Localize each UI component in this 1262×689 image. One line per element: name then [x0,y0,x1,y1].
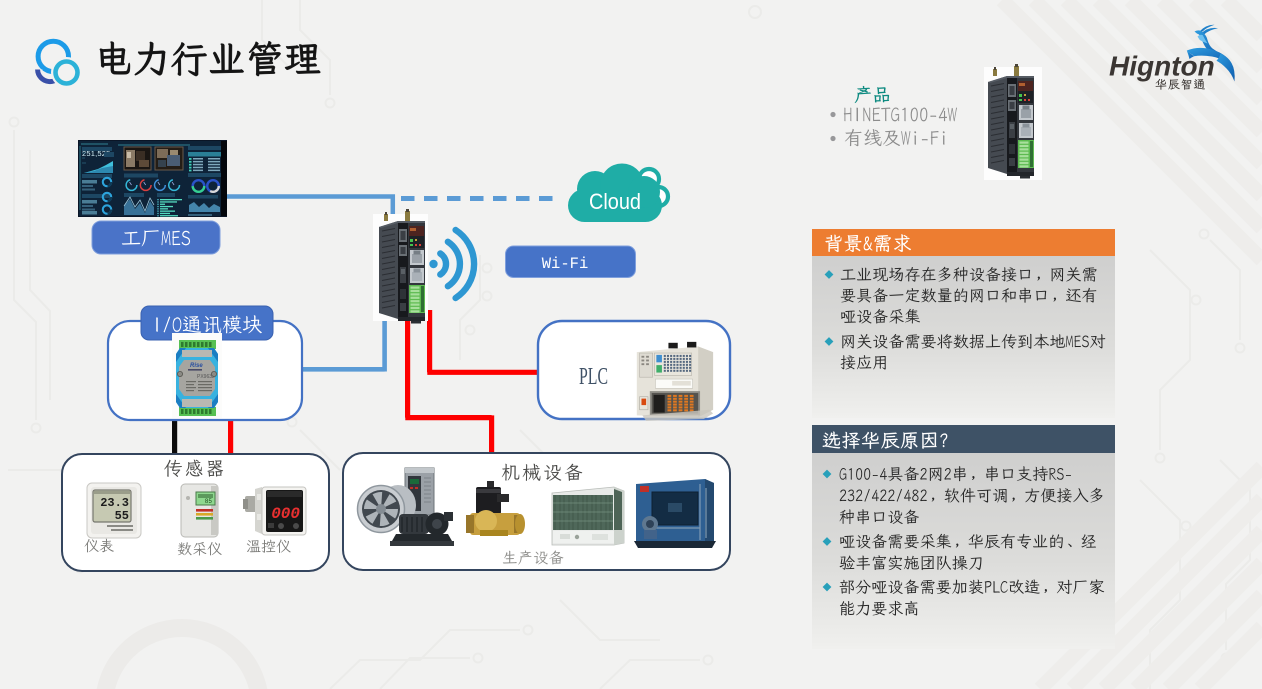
svg-text:Cloud: Cloud [589,189,641,214]
svg-text:23.3: 23.3 [100,496,129,510]
svg-text:PLC: PLC [579,364,608,390]
svg-text:PX9632: PX9632 [197,374,215,380]
svg-text:85: 85 [205,498,213,505]
svg-text:Wi-Fi: Wi-Fi [542,255,589,273]
svg-text:000: 000 [271,505,300,523]
svg-text:55: 55 [115,509,129,523]
svg-text:Rise: Rise [190,363,203,369]
svg-text:251,525: 251,525 [82,149,111,158]
svg-text:Hignton: Hignton [1109,51,1215,82]
